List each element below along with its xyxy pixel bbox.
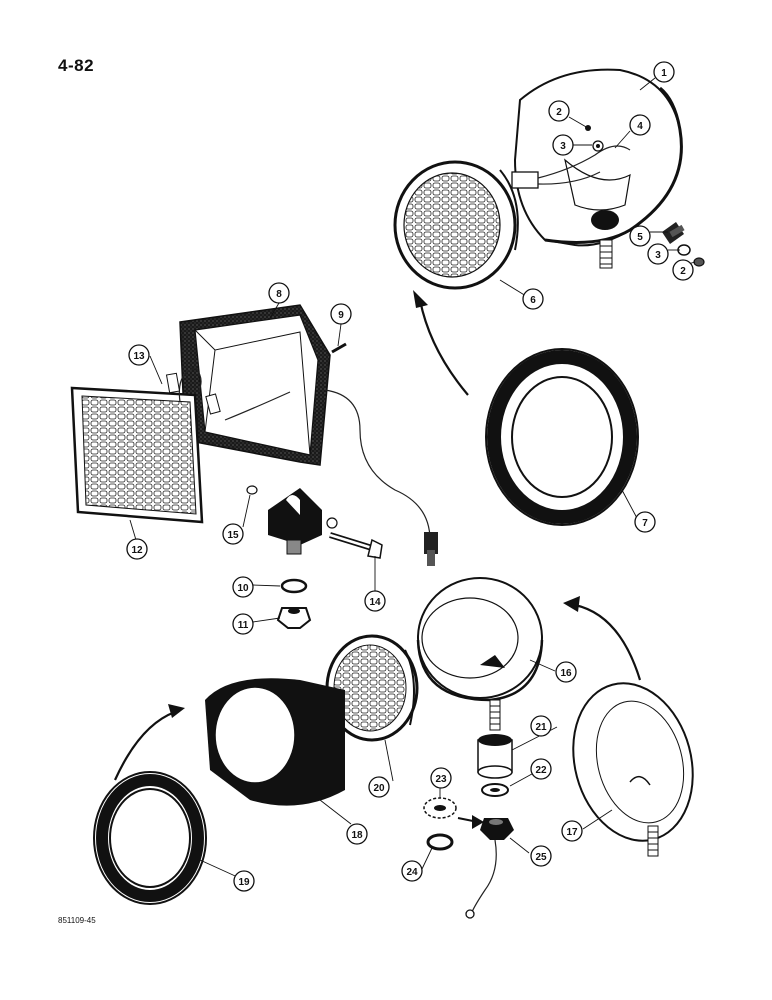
- lamp-shroud-18: [205, 678, 345, 806]
- svg-text:12: 12: [131, 545, 143, 556]
- callout-4: 4: [629, 114, 651, 136]
- callout-21: 21: [530, 715, 552, 737]
- spacer-21: [477, 734, 513, 779]
- svg-text:6: 6: [530, 295, 536, 306]
- callout-3-lower: 3: [647, 243, 669, 265]
- svg-text:22: 22: [535, 765, 547, 776]
- lamp-housing-round-bottom: [416, 577, 544, 731]
- callout-25: 25: [530, 845, 552, 867]
- ground-wire: [471, 839, 497, 913]
- callout-3-upper: 3: [552, 134, 574, 156]
- callout-7: 7: [634, 511, 656, 533]
- screw-9: [331, 342, 347, 354]
- mounting-bracket: [246, 485, 338, 555]
- page-number: 4-82: [58, 56, 95, 75]
- svg-text:24: 24: [406, 867, 418, 878]
- svg-text:10: 10: [237, 583, 249, 594]
- callout-9: 9: [330, 303, 352, 325]
- wire-connector: [424, 532, 438, 566]
- assembly-arrow-bottom-right: [574, 603, 642, 681]
- hex-nut-25: [480, 818, 514, 840]
- bolt-14: [329, 532, 383, 559]
- assembly-arrowhead-washer: [472, 815, 484, 829]
- callout-16: 16: [555, 661, 577, 683]
- svg-text:2: 2: [556, 107, 562, 118]
- callout-23: 23: [430, 767, 452, 789]
- callout-20: 20: [368, 776, 390, 798]
- svg-text:3: 3: [655, 250, 661, 261]
- svg-text:9: 9: [338, 310, 344, 321]
- svg-text:16: 16: [560, 668, 572, 679]
- callout-19: 19: [233, 870, 255, 892]
- svg-text:4: 4: [637, 121, 643, 132]
- svg-text:3: 3: [560, 141, 566, 152]
- rubber-seal-ring-bottom: [93, 771, 207, 905]
- svg-text:25: 25: [535, 852, 547, 863]
- sealed-beam-lens-round-top: [393, 160, 519, 290]
- callout-6: 6: [522, 288, 544, 310]
- hex-nut-11: [276, 607, 312, 629]
- callout-18: 18: [346, 823, 368, 845]
- callout-14: 14: [364, 590, 386, 612]
- svg-text:2: 2: [680, 266, 686, 277]
- callout-12: 12: [126, 538, 148, 560]
- svg-text:20: 20: [373, 783, 385, 794]
- figure-code: 851109-45: [58, 916, 96, 925]
- lamp-pigtail-13: [165, 367, 221, 415]
- harness-wire: [324, 389, 431, 541]
- svg-text:11: 11: [238, 620, 249, 631]
- svg-text:7: 7: [642, 518, 648, 529]
- rubber-seal-ring-top: [485, 348, 639, 526]
- callout-1: 1: [653, 61, 675, 83]
- svg-text:14: 14: [369, 597, 381, 608]
- svg-text:23: 23: [435, 774, 447, 785]
- callout-8: 8: [268, 282, 290, 304]
- assembly-arrow-bottom-left: [113, 710, 176, 781]
- callout-10: 10: [232, 576, 254, 598]
- svg-text:17: 17: [566, 827, 578, 838]
- callout-2-lower: 2: [672, 259, 694, 281]
- svg-text:5: 5: [637, 232, 643, 243]
- rectangular-lamp-housing: [179, 304, 331, 466]
- svg-text:15: 15: [227, 530, 239, 541]
- callout-17: 17: [561, 820, 583, 842]
- svg-text:1: 1: [661, 68, 667, 79]
- lamp-housing-round-top: [511, 68, 683, 269]
- star-washer-23: [423, 797, 457, 819]
- assembly-arrow-top: [418, 299, 469, 396]
- callout-22: 22: [530, 758, 552, 780]
- assembly-arrowhead-top: [413, 290, 428, 308]
- svg-text:13: 13: [133, 351, 145, 362]
- assembly-arrowhead-bottom-left: [168, 704, 185, 718]
- rectangular-sealed-beam-lens: [70, 386, 204, 524]
- stud-and-nuts-top: [662, 222, 705, 267]
- svg-text:18: 18: [351, 830, 363, 841]
- svg-text:8: 8: [276, 289, 282, 300]
- lock-washer-24: [426, 833, 454, 851]
- callout-24: 24: [401, 860, 423, 882]
- callout-15: 15: [222, 523, 244, 545]
- washer-22: [481, 783, 509, 797]
- lock-washer-10: [280, 578, 308, 594]
- callout-13: 13: [128, 344, 150, 366]
- svg-text:21: 21: [535, 722, 547, 733]
- callout-5: 5: [629, 225, 651, 247]
- callout-11: 11: [232, 613, 254, 635]
- assembly-arrowhead-bottom-right: [563, 596, 580, 612]
- svg-text:19: 19: [238, 877, 250, 888]
- callout-2-upper: 2: [548, 100, 570, 122]
- ring-terminal: [465, 909, 475, 919]
- lamp-housing-17: [572, 682, 694, 857]
